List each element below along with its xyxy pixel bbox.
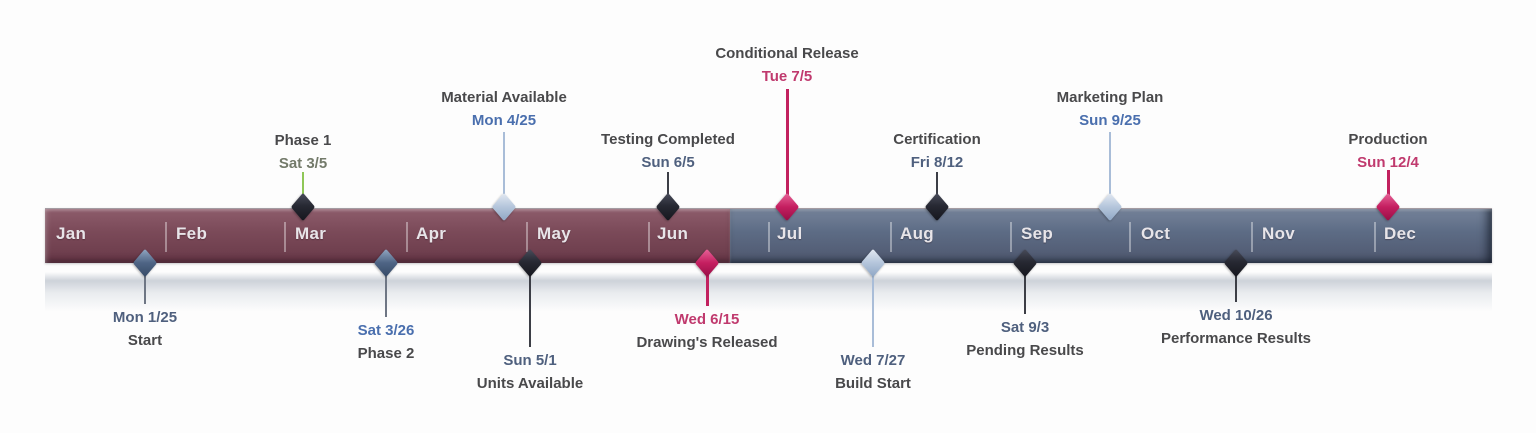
milestone-title: Testing Completed [601, 131, 735, 148]
milestone-date: Wed 6/15 [674, 311, 740, 328]
milestone-title: Conditional Release [715, 45, 859, 62]
milestone-title: Performance Results [1160, 330, 1312, 347]
milestone-title: Marketing Plan [1056, 89, 1164, 106]
milestone-stem [667, 172, 669, 207]
milestone-title: Drawing's Released [636, 334, 778, 351]
milestone-stem [1024, 263, 1026, 314]
milestone-stem [786, 89, 789, 207]
month-label-jun: Jun [657, 224, 689, 243]
month-divider [1010, 222, 1012, 252]
milestone-title: Production [1348, 131, 1428, 148]
milestone-stem [872, 263, 874, 347]
milestone-date: Tue 7/5 [761, 68, 813, 85]
milestone-date: Wed 10/26 [1199, 307, 1273, 324]
month-label-jan: Jan [56, 224, 87, 243]
milestone-date: Mon 1/25 [112, 309, 178, 326]
milestone-stem [302, 172, 304, 207]
milestone-date: Sat 9/3 [1000, 319, 1050, 336]
milestone-stem [144, 263, 146, 304]
milestone-title: Phase 1 [274, 132, 332, 149]
month-divider [526, 222, 528, 252]
milestone-title: Start [127, 332, 163, 349]
month-divider [648, 222, 650, 252]
milestone-date: Fri 8/12 [910, 154, 964, 171]
month-label-nov: Nov [1262, 224, 1296, 243]
milestone-date: Sat 3/26 [357, 322, 415, 339]
month-divider [890, 222, 892, 252]
milestone-stem [1235, 263, 1237, 302]
milestone-stem [1387, 170, 1390, 207]
month-label-dec: Dec [1384, 224, 1417, 243]
month-divider [1251, 222, 1253, 252]
milestone-stem [1109, 132, 1111, 207]
month-label-mar: Mar [295, 224, 327, 243]
month-label-sep: Sep [1021, 224, 1054, 243]
milestone-stem [936, 172, 938, 207]
milestone-date: Sun 6/5 [641, 154, 695, 171]
milestone-date: Sun 9/25 [1079, 112, 1141, 129]
month-divider [406, 222, 408, 252]
milestone-title: Phase 2 [357, 345, 415, 362]
milestone-title: Units Available [476, 375, 584, 392]
milestone-date: Sun 5/1 [503, 352, 557, 369]
milestone-title: Build Start [835, 375, 911, 392]
milestone-stem [706, 263, 709, 306]
milestone-date: Sun 12/4 [1357, 154, 1419, 171]
month-label-apr: Apr [416, 224, 447, 243]
milestone-date: Wed 7/27 [840, 352, 906, 369]
milestone-date: Mon 4/25 [471, 112, 537, 129]
bar-reflection [45, 272, 1492, 312]
month-divider [768, 222, 770, 252]
month-label-feb: Feb [176, 224, 208, 243]
month-divider [1374, 222, 1376, 252]
milestone-stem [385, 263, 387, 317]
milestone-title: Material Available [441, 89, 567, 106]
milestone-date: Sat 3/5 [278, 155, 328, 172]
month-label-aug: Aug [900, 224, 934, 243]
month-divider [284, 222, 286, 252]
milestone-stem [529, 263, 531, 347]
month-label-jul: Jul [777, 224, 803, 243]
milestone-title: Certification [893, 131, 981, 148]
month-divider [1129, 222, 1131, 252]
month-label-may: May [537, 224, 571, 243]
milestone-stem [503, 132, 505, 207]
month-divider [165, 222, 167, 252]
month-label-oct: Oct [1141, 224, 1171, 243]
milestone-title: Pending Results [966, 342, 1084, 359]
